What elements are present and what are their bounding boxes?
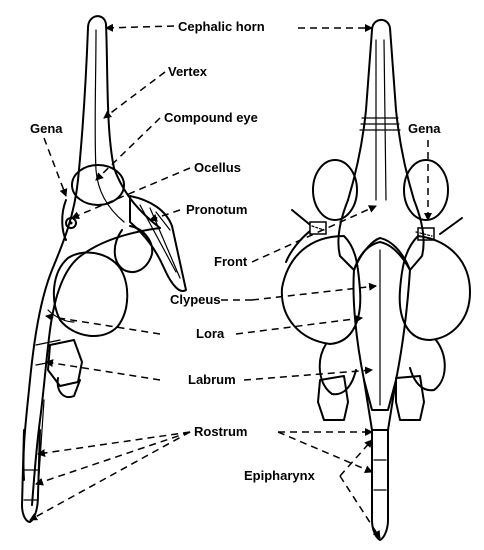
label-cephalic-horn: Cephalic horn [178,19,265,34]
clypeus-frontal [353,242,410,410]
leader-lines [30,26,428,538]
label-lora: Lora [196,326,225,341]
lora-left-frontal [282,236,360,344]
compound-eye-lateral [72,165,124,205]
lora-right-frontal [400,236,470,340]
label-pronotum: Pronotum [186,202,247,217]
label-rostrum: Rostrum [194,424,247,439]
label-gena-right: Gena [408,121,441,136]
label-front: Front [214,254,248,269]
leg-right-frontal [396,376,424,420]
label-ocellus: Ocellus [194,160,241,175]
label-labrum: Labrum [188,372,236,387]
label-compound-eye: Compound eye [164,110,258,125]
frontal-view-figure [282,20,470,540]
rostrum-frontal [372,430,388,540]
cephalic-horn-frontal [348,20,414,200]
label-clypeus: Clypeus [170,292,221,307]
label-gena-left: Gena [30,121,63,136]
lora-lateral [54,253,127,336]
label-epipharynx: Epipharynx [244,468,316,483]
label-vertex: Vertex [168,64,208,79]
lateral-view-figure [22,16,186,522]
